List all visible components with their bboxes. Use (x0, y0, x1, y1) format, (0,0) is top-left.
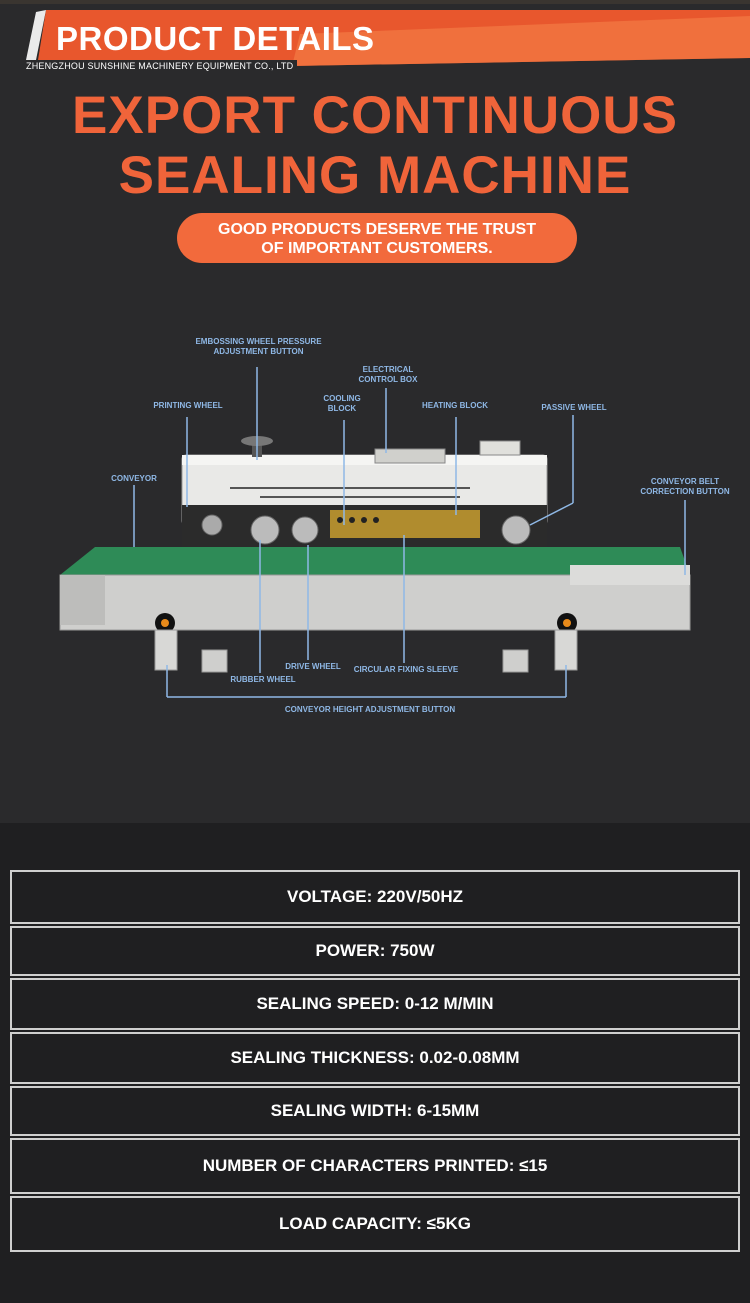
label-conveyor-height-adjustment: CONVEYOR HEIGHT ADJUSTMENT BUTTON (284, 705, 456, 714)
machine-illustration (59, 367, 691, 698)
top-strip (0, 0, 750, 4)
banner-shape (26, 10, 750, 66)
hero-title-line1: EXPORT CONTINUOUS (72, 86, 678, 145)
spec-row-load-capacity: LOAD CAPACITY: ≤5KG (10, 1196, 740, 1252)
spec-row-sealing-speed: SEALING SPEED: 0-12 M/MIN (10, 978, 740, 1030)
slogan-line2: OF IMPORTANT CUSTOMERS. (261, 240, 493, 257)
page-title: PRODUCT DETAILS (56, 20, 375, 57)
label-conveyor: CONVEYOR (111, 474, 157, 483)
slogan-pill: GOOD PRODUCTS DESERVE THE TRUST OF IMPOR… (177, 213, 577, 263)
hero-title-line2: SEALING MACHINE (118, 146, 632, 205)
spec-row-sealing-width: SEALING WIDTH: 6-15MM (10, 1086, 740, 1136)
label-cooling-block: COOLING BLOCK (323, 394, 361, 413)
label-rubber-wheel: RUBBER WHEEL (230, 675, 296, 684)
company-name: ZHENGZHOU SUNSHINE MACHINERY EQUIPMENT C… (22, 60, 298, 72)
spec-row-voltage: VOLTAGE: 220V/50HZ (10, 870, 740, 924)
spec-row-sealing-thickness: SEALING THICKNESS: 0.02-0.08MM (10, 1032, 740, 1084)
header-banner: PRODUCT DETAILS ZHENGZHOU SUNSHINE MACHI… (0, 8, 750, 78)
machine-diagram: EMBOSSING WHEEL PRESSURE ADJUSTMENT BUTT… (0, 325, 750, 725)
spec-row-characters-printed: NUMBER OF CHARACTERS PRINTED: ≤15 (10, 1138, 740, 1194)
label-printing-wheel: PRINTING WHEEL (153, 401, 223, 410)
label-heating-block: HEATING BLOCK (421, 401, 489, 410)
spec-row-power: POWER: 750W (10, 926, 740, 976)
label-circular-fixing-sleeve: CIRCULAR FIXING SLEEVE (353, 665, 459, 674)
label-passive-wheel: PASSIVE WHEEL (541, 403, 607, 412)
hero-title: EXPORT CONTINUOUS SEALING MACHINE (0, 86, 750, 206)
label-conveyor-belt-correction: CONVEYOR BELT CORRECTION BUTTON (640, 477, 730, 496)
label-drive-wheel: DRIVE WHEEL (285, 662, 341, 671)
label-electrical-control-box: ELECTRICAL CONTROL BOX (358, 365, 418, 384)
label-embossing-wheel: EMBOSSING WHEEL PRESSURE ADJUSTMENT BUTT… (195, 337, 322, 356)
slogan-line1: GOOD PRODUCTS DESERVE THE TRUST (218, 221, 536, 238)
